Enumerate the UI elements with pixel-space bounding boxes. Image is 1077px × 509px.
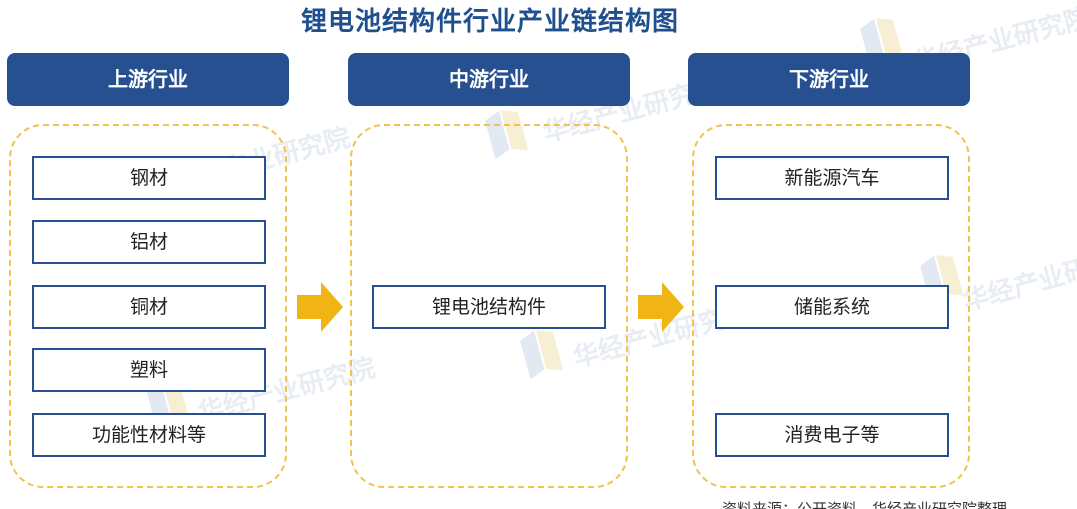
midstream-item-battery-structure: 锂电池结构件 [372, 285, 606, 329]
frame-upstream [9, 124, 287, 488]
downstream-item-consumer-electronics: 消费电子等 [715, 413, 949, 457]
upstream-item-functional-materials: 功能性材料等 [32, 413, 266, 457]
upstream-item-aluminum: 铝材 [32, 220, 266, 264]
downstream-item-energy-storage: 储能系统 [715, 285, 949, 329]
watermark-text: 华经产业研究院 [959, 240, 1077, 317]
downstream-item-nev: 新能源汽车 [715, 156, 949, 200]
upstream-item-plastic: 塑料 [32, 348, 266, 392]
header-upstream: 上游行业 [7, 53, 289, 106]
header-downstream: 下游行业 [688, 53, 970, 106]
upstream-item-copper: 铜材 [32, 285, 266, 329]
right-arrow-icon [638, 282, 684, 332]
frame-downstream [692, 124, 970, 488]
frame-midstream [350, 124, 628, 488]
watermark-logo-icon [485, 110, 529, 160]
header-midstream: 中游行业 [348, 53, 630, 106]
upstream-item-steel: 钢材 [32, 156, 266, 200]
source-note: 资料来源：公开资料，华经产业研究院整理 [722, 500, 1008, 509]
watermark-logo-icon [520, 330, 564, 380]
right-arrow-icon [297, 282, 343, 332]
diagram-title: 锂电池结构件行业产业链结构图 [300, 7, 679, 37]
